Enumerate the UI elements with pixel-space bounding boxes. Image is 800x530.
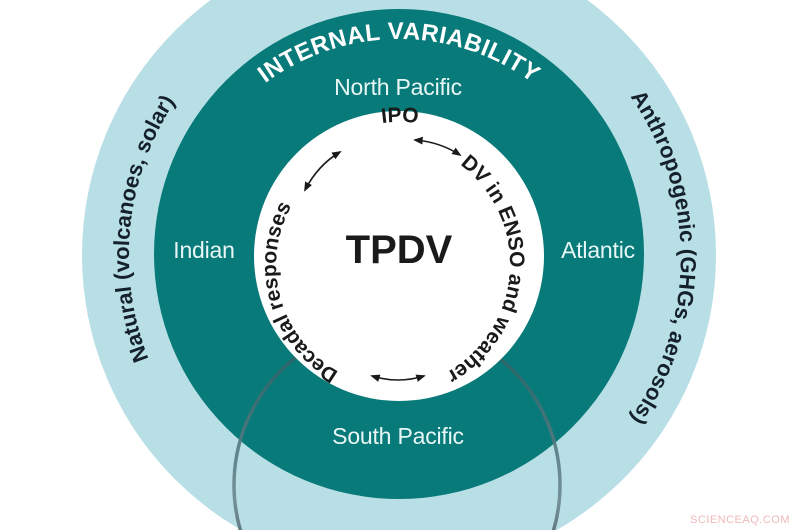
region-atlantic: Atlantic xyxy=(561,237,635,263)
region-south-pacific: South Pacific xyxy=(332,423,464,449)
double-arrow-icon xyxy=(370,374,426,382)
double-arrow-icon xyxy=(413,136,462,157)
watermark: SCIENCEAQ.COM xyxy=(689,514,790,526)
region-north-pacific: North Pacific xyxy=(334,74,462,100)
region-indian: Indian xyxy=(173,237,234,263)
double-arrow-icon xyxy=(304,151,342,192)
center-title-tpdv: TPDV xyxy=(346,228,453,272)
core-ipo-label: IPO xyxy=(380,104,420,128)
